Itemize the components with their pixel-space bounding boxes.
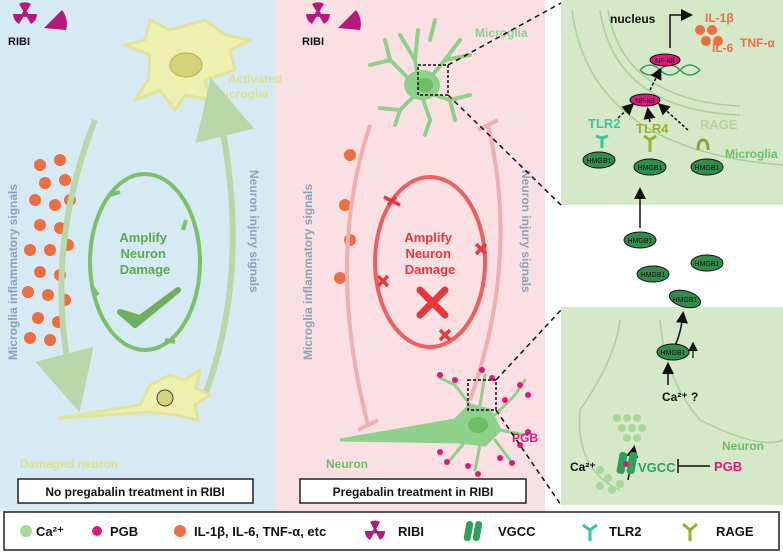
arrow-neuron-to-microglia-left xyxy=(195,77,255,397)
microglia-label-mid: Microglia xyxy=(475,26,528,40)
neuron-label-rb: Neuron xyxy=(722,439,764,453)
cycle-ticks-left xyxy=(90,190,188,344)
microglia-signals-mid: Microglia inflammatory signals xyxy=(301,184,315,360)
inhibit-bar-mid-left xyxy=(357,418,379,432)
microglia-nucleus xyxy=(417,78,433,92)
arrow-microglia-to-neuron-left xyxy=(35,118,98,413)
ca-dots-intracellular xyxy=(613,414,646,442)
amplify-cycle-left xyxy=(88,172,202,352)
arrow-nfkb-translocate xyxy=(649,67,662,91)
legend-tlr2-icon xyxy=(582,523,598,541)
caption-box-mid xyxy=(299,478,527,504)
nucleus-membrane-outer xyxy=(599,9,741,116)
hmgb1-free-4: HMGB1 xyxy=(673,297,698,304)
zoom-box-microglia xyxy=(417,64,449,96)
receptor-tlr4 xyxy=(643,134,657,152)
il6-label: IL-6 xyxy=(712,41,734,55)
pgb-label-mid: PGB xyxy=(512,431,538,445)
cytokine-dots-right-top xyxy=(695,25,723,46)
receptor-tlr2 xyxy=(595,134,609,148)
il1b-label: IL-1β xyxy=(705,11,734,25)
legend-pgb-dot xyxy=(92,526,102,536)
legend-rage: RAGE xyxy=(716,524,754,539)
hmgb1-intracellular-label: HMGB1 xyxy=(661,350,686,357)
legend-ribi: RIBI xyxy=(398,524,424,539)
tnfa-label: TNF-α xyxy=(740,36,775,50)
inhibited-neuron-signal xyxy=(468,124,503,401)
neuron-signals-left: Neuron injury signals xyxy=(247,170,261,293)
legend-rage-icon xyxy=(682,522,698,541)
hmgb1-bound-group xyxy=(582,151,724,176)
legend-cytokine-dot xyxy=(174,525,186,537)
damaged-neuron-cell xyxy=(58,368,212,422)
hmgb1-bound-tlr2: HMGB1 xyxy=(587,158,612,165)
legend-vgcc-icon xyxy=(463,521,483,542)
vgcc-channel-rb xyxy=(616,451,638,475)
caption-mid: Pregabalin treatment in RIBI xyxy=(333,485,494,499)
signal-dashed-arrows xyxy=(617,102,689,131)
hmgb1-free-group xyxy=(623,231,724,309)
caption-box-left xyxy=(17,478,254,504)
legend-ca: Ca²⁺ xyxy=(36,524,64,539)
microglia-membrane-curve xyxy=(571,9,783,166)
zoom-box-neuron xyxy=(467,379,497,411)
nucleus-label: nucleus xyxy=(610,12,656,26)
nucleus-membrane-inner xyxy=(607,9,741,107)
radiation-icon xyxy=(306,2,330,24)
legend-vgcc: VGCC xyxy=(498,524,536,539)
legend-box xyxy=(3,511,780,551)
legend-pgb: PGB xyxy=(110,524,138,539)
radiation-icon xyxy=(13,2,37,24)
nfkb-nucleus-label: NF-kB xyxy=(655,58,675,65)
microglia-signals-left: Microglia inflammatory signals xyxy=(6,184,20,360)
amplify-text-mid: Amplify Neuron Damage xyxy=(404,230,455,277)
caption-left: No pregabalin treatment in RIBI xyxy=(45,485,224,499)
checkmark-icon xyxy=(117,287,181,328)
zoom-connector-lines xyxy=(447,2,562,506)
right-bottom-panel-bg xyxy=(561,307,783,505)
ca-extracellular-label: Ca²⁺ xyxy=(570,460,596,474)
ca-dots-extracellular xyxy=(596,466,624,494)
legend-ca-dot xyxy=(20,525,32,537)
hmgb1-intracellular xyxy=(656,343,690,361)
nfkb-nucleus-badge xyxy=(649,53,681,67)
pgb-dots-neuron xyxy=(437,367,531,477)
nfkb-cytoplasm-label: NF-kB xyxy=(635,98,655,105)
amplify-text-left: Amplify Neuron Damage xyxy=(119,230,170,277)
activated-microglia-cell xyxy=(123,18,252,112)
beam-icon xyxy=(44,10,67,30)
big-x-icon xyxy=(416,286,449,319)
hmgb1-bound-rage: HMGB1 xyxy=(695,165,720,172)
ribi-label: RIBI xyxy=(302,36,324,48)
arrow-nucleus-to-cytokines xyxy=(669,9,693,48)
nfkb-cytoplasm-badge xyxy=(629,93,661,107)
beam-icon xyxy=(338,10,361,30)
hmgb1-free-3: HMGB1 xyxy=(695,261,720,268)
neuron-label-mid: Neuron xyxy=(326,457,368,471)
tlr2-label-rt: TLR2 xyxy=(588,116,621,131)
legend-cytokines: IL-1β, IL-6, TNF-α, etc xyxy=(194,524,326,539)
legend-radiation-icon xyxy=(364,520,386,540)
damaged-neuron-label: Damaged neuron xyxy=(20,457,118,471)
legend-tlr2: TLR2 xyxy=(609,524,642,539)
microglia-label-rt: Microglia xyxy=(725,147,778,161)
tlr4-label-rt: TLR4 xyxy=(636,121,669,136)
rage-label-rt: RAGE xyxy=(700,117,738,132)
hmgb1-bound-tlr4: HMGB1 xyxy=(638,165,663,172)
hmgb1-free-2: HMGB1 xyxy=(641,272,666,279)
receptor-rage xyxy=(696,138,710,151)
ribi-label: RIBI xyxy=(8,36,30,48)
hmgb1-free-1: HMGB1 xyxy=(628,238,653,245)
inhibited-microglia-signal xyxy=(345,124,372,426)
red-cross-marks xyxy=(376,195,488,342)
neuron-cell-green xyxy=(339,373,527,472)
amplify-cycle-mid xyxy=(373,175,487,349)
pgb-label-rb: PGB xyxy=(714,459,742,474)
ca-question-label: Ca²⁺ ? xyxy=(662,390,698,404)
vgcc-label-rb: VGCC xyxy=(638,460,676,475)
neuron-signals-mid: Neuron injury signals xyxy=(519,170,533,293)
